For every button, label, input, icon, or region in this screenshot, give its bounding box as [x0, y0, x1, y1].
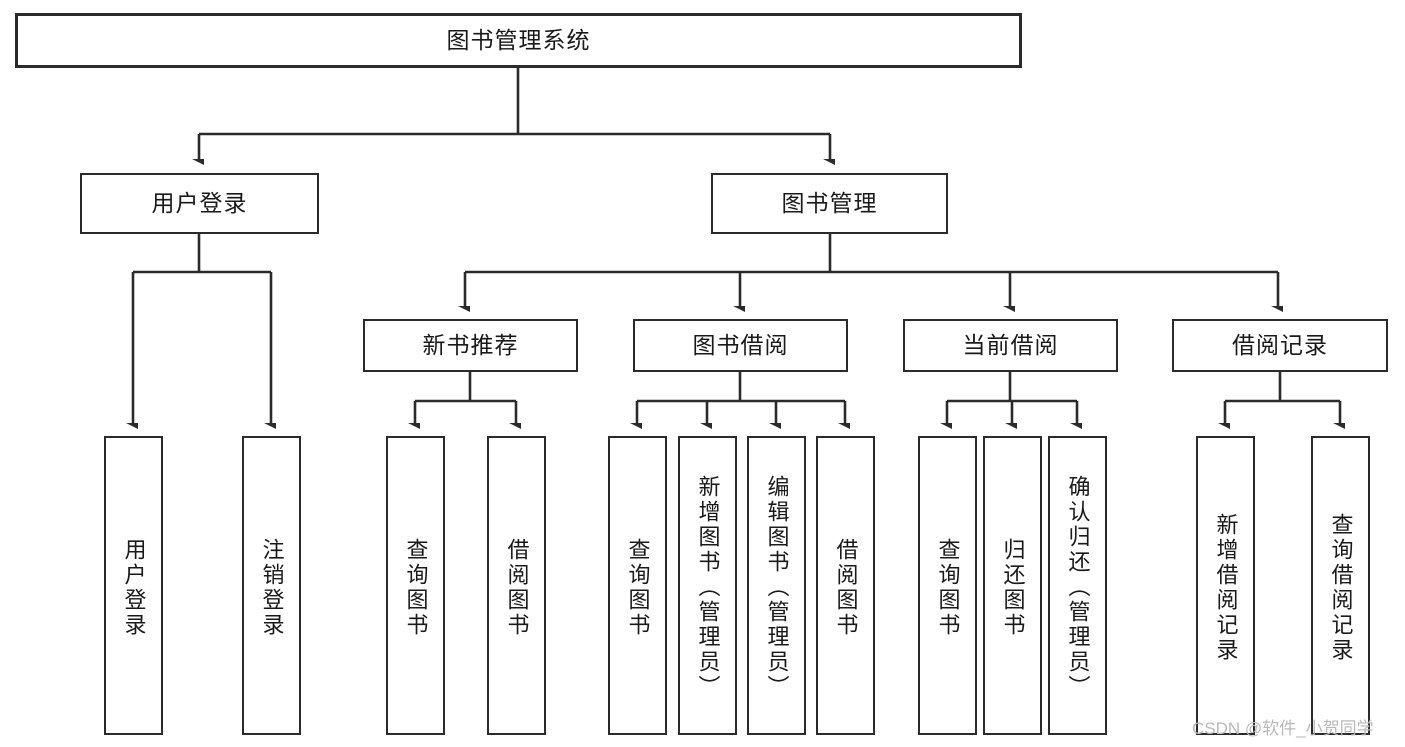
leaf-user-login[interactable]: 用户登录	[104, 436, 163, 735]
leaf-edit-book-label: 编辑图书（管理员）	[764, 475, 790, 700]
node-borrow-record-label: 借阅记录	[1232, 331, 1328, 358]
node-book-manage-label: 图书管理	[781, 189, 878, 216]
node-new-book-recommend-label: 新书推荐	[422, 331, 519, 358]
node-current-borrow[interactable]: 当前借阅	[903, 319, 1118, 372]
leaf-query-book-2[interactable]: 查询图书	[608, 436, 667, 735]
leaf-add-book-label: 新增图书（管理员）	[695, 475, 721, 700]
leaf-add-record-label: 新增借阅记录	[1213, 512, 1239, 663]
leaf-borrow-book-2-label: 借阅图书	[833, 537, 859, 638]
node-user-login-label: 用户登录	[151, 189, 248, 216]
leaf-query-book-3[interactable]: 查询图书	[918, 436, 977, 735]
leaf-add-book[interactable]: 新增图书（管理员）	[678, 436, 737, 735]
leaf-query-record-label: 查询借阅记录	[1328, 512, 1354, 663]
leaf-add-record[interactable]: 新增借阅记录	[1196, 436, 1255, 735]
node-borrow-record[interactable]: 借阅记录	[1172, 319, 1388, 372]
leaf-query-book-1[interactable]: 查询图书	[386, 436, 445, 735]
leaf-user-login-label: 用户登录	[121, 537, 147, 638]
leaf-user-logout-label: 注销登录	[259, 537, 285, 638]
leaf-return-book[interactable]: 归还图书	[983, 436, 1042, 735]
leaf-edit-book[interactable]: 编辑图书（管理员）	[747, 436, 806, 735]
leaf-confirm-return[interactable]: 确认归还（管理员）	[1048, 436, 1107, 735]
node-root[interactable]: 图书管理系统	[15, 13, 1022, 68]
leaf-return-book-label: 归还图书	[1000, 537, 1026, 638]
node-book-borrow[interactable]: 图书借阅	[633, 319, 848, 372]
node-root-label: 图书管理系统	[446, 26, 591, 53]
leaf-query-book-3-label: 查询图书	[935, 537, 961, 638]
node-book-borrow-label: 图书借阅	[692, 331, 789, 358]
leaf-query-book-1-label: 查询图书	[403, 537, 429, 638]
leaf-borrow-book-1-label: 借阅图书	[504, 537, 530, 638]
leaf-confirm-return-label: 确认归还（管理员）	[1065, 475, 1091, 700]
leaf-user-logout[interactable]: 注销登录	[242, 436, 301, 735]
node-new-book-recommend[interactable]: 新书推荐	[363, 319, 578, 372]
node-user-login[interactable]: 用户登录	[80, 173, 319, 234]
node-current-borrow-label: 当前借阅	[962, 331, 1059, 358]
leaf-query-record[interactable]: 查询借阅记录	[1311, 436, 1370, 735]
node-book-manage[interactable]: 图书管理	[711, 173, 948, 234]
leaf-borrow-book-2[interactable]: 借阅图书	[816, 436, 875, 735]
leaf-query-book-2-label: 查询图书	[625, 537, 651, 638]
csdn-watermark: CSDN @软件_小贺同学	[1192, 719, 1374, 738]
leaf-borrow-book-1[interactable]: 借阅图书	[487, 436, 546, 735]
